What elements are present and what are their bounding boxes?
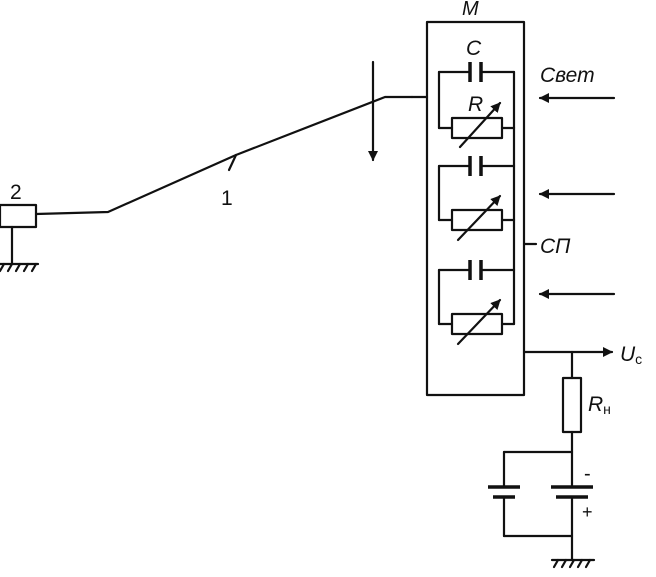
battery-plus-label: + bbox=[582, 502, 593, 522]
output-voltage-label: Uc bbox=[620, 343, 642, 367]
light-label: Свет bbox=[540, 64, 595, 87]
load-resistor bbox=[561, 376, 583, 434]
fiber-label-leader bbox=[227, 153, 238, 172]
photocell-chain-label: СП bbox=[540, 235, 571, 258]
source-block bbox=[0, 203, 40, 273]
load-label-main: R bbox=[588, 393, 603, 416]
photocell-cell-1 bbox=[437, 62, 516, 149]
photocell-cell-3 bbox=[437, 260, 516, 346]
ground-symbol-bottom bbox=[550, 558, 596, 569]
load-label-sub: н bbox=[603, 401, 611, 417]
capacitor-label: С bbox=[466, 37, 482, 60]
output-voltage-sub: c bbox=[635, 351, 642, 367]
ground-hatch-left bbox=[0, 262, 38, 273]
source-number-label: 2 bbox=[10, 181, 22, 204]
fiber-number-label: 1 bbox=[221, 187, 233, 210]
module-label: М bbox=[462, 0, 479, 20]
photocell-cell-2 bbox=[437, 156, 516, 242]
load-label: Rн bbox=[588, 393, 611, 417]
battery-bank bbox=[488, 450, 593, 562]
resistor-label: R bbox=[468, 93, 483, 116]
module-box bbox=[425, 20, 526, 397]
output-voltage-main: U bbox=[620, 343, 636, 366]
battery-minus-label: - bbox=[584, 463, 591, 485]
